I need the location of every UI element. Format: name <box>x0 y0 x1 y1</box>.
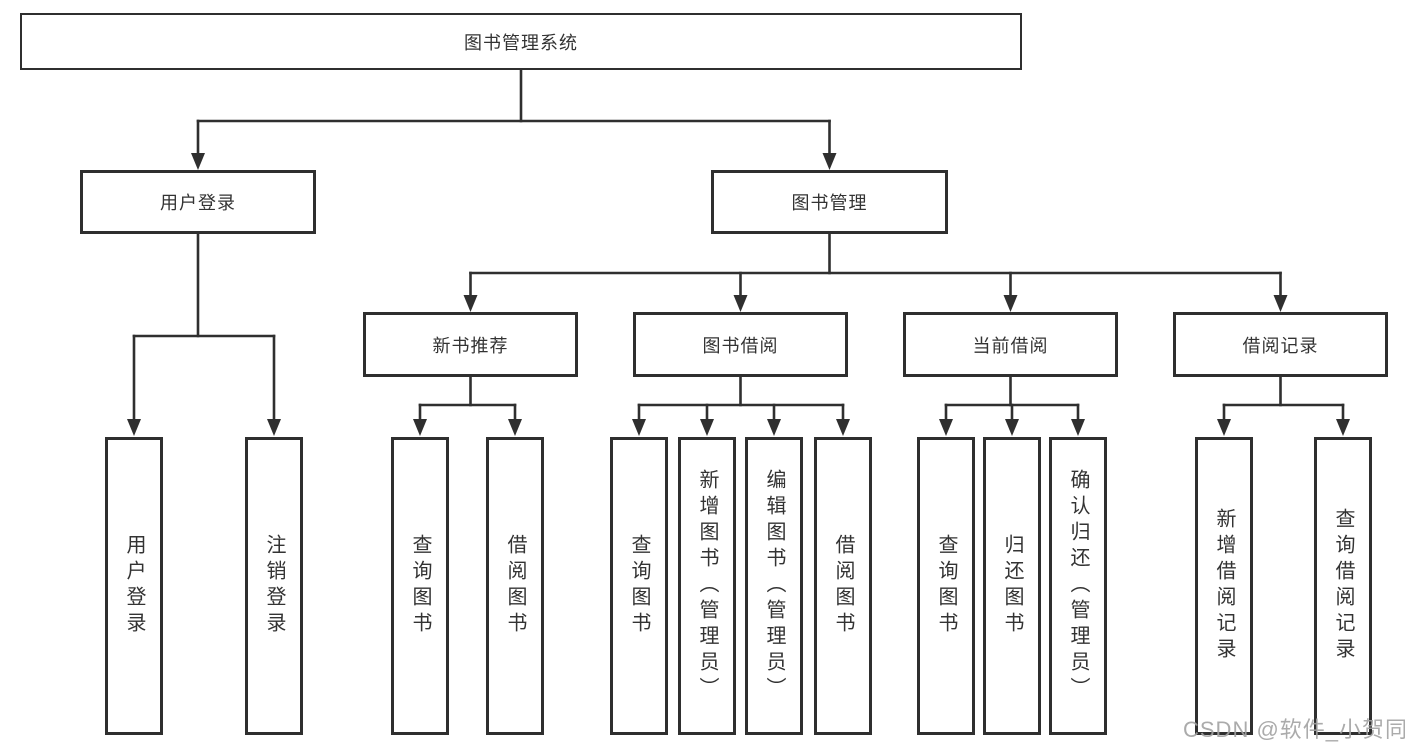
leaf-confirm-return-admin: 确认归还（管理员） <box>1049 437 1107 735</box>
node-book-management: 图书管理 <box>711 170 948 234</box>
connector-book-borrow-children <box>632 375 850 436</box>
connector-current-borrow-children <box>939 375 1085 436</box>
node-library-system: 图书管理系统 <box>20 13 1022 70</box>
leaf-borrow-books-recommend: 借阅图书 <box>486 437 544 735</box>
leaf-edit-books-admin: 编辑图书（管理员） <box>745 437 803 735</box>
leaf-query-borrow-record: 查询借阅记录 <box>1314 437 1372 735</box>
node-book-borrow: 图书借阅 <box>633 312 848 377</box>
connector-book-management-children <box>463 232 1288 312</box>
leaf-query-books-current: 查询图书 <box>917 437 975 735</box>
leaf-borrow-books: 借阅图书 <box>814 437 872 735</box>
node-user-login: 用户登录 <box>80 170 316 234</box>
connector-new-book-recommend-children <box>413 375 522 436</box>
connector-root-to-level2 <box>191 68 837 170</box>
node-new-book-recommend: 新书推荐 <box>363 312 578 377</box>
node-borrow-records: 借阅记录 <box>1173 312 1388 377</box>
connector-user-login-children <box>127 232 281 436</box>
leaf-return-books: 归还图书 <box>983 437 1041 735</box>
leaf-query-books-borrow: 查询图书 <box>610 437 668 735</box>
leaf-logout: 注销登录 <box>245 437 303 735</box>
node-current-borrow: 当前借阅 <box>903 312 1118 377</box>
csdn-watermark: CSDN @软件_小贺同学 <box>1183 717 1405 742</box>
leaf-user-login: 用户登录 <box>105 437 163 735</box>
leaf-add-borrow-record: 新增借阅记录 <box>1195 437 1253 735</box>
connector-borrow-records-children <box>1217 375 1350 436</box>
leaf-query-books-recommend: 查询图书 <box>391 437 449 735</box>
leaf-add-books-admin: 新增图书（管理员） <box>678 437 736 735</box>
